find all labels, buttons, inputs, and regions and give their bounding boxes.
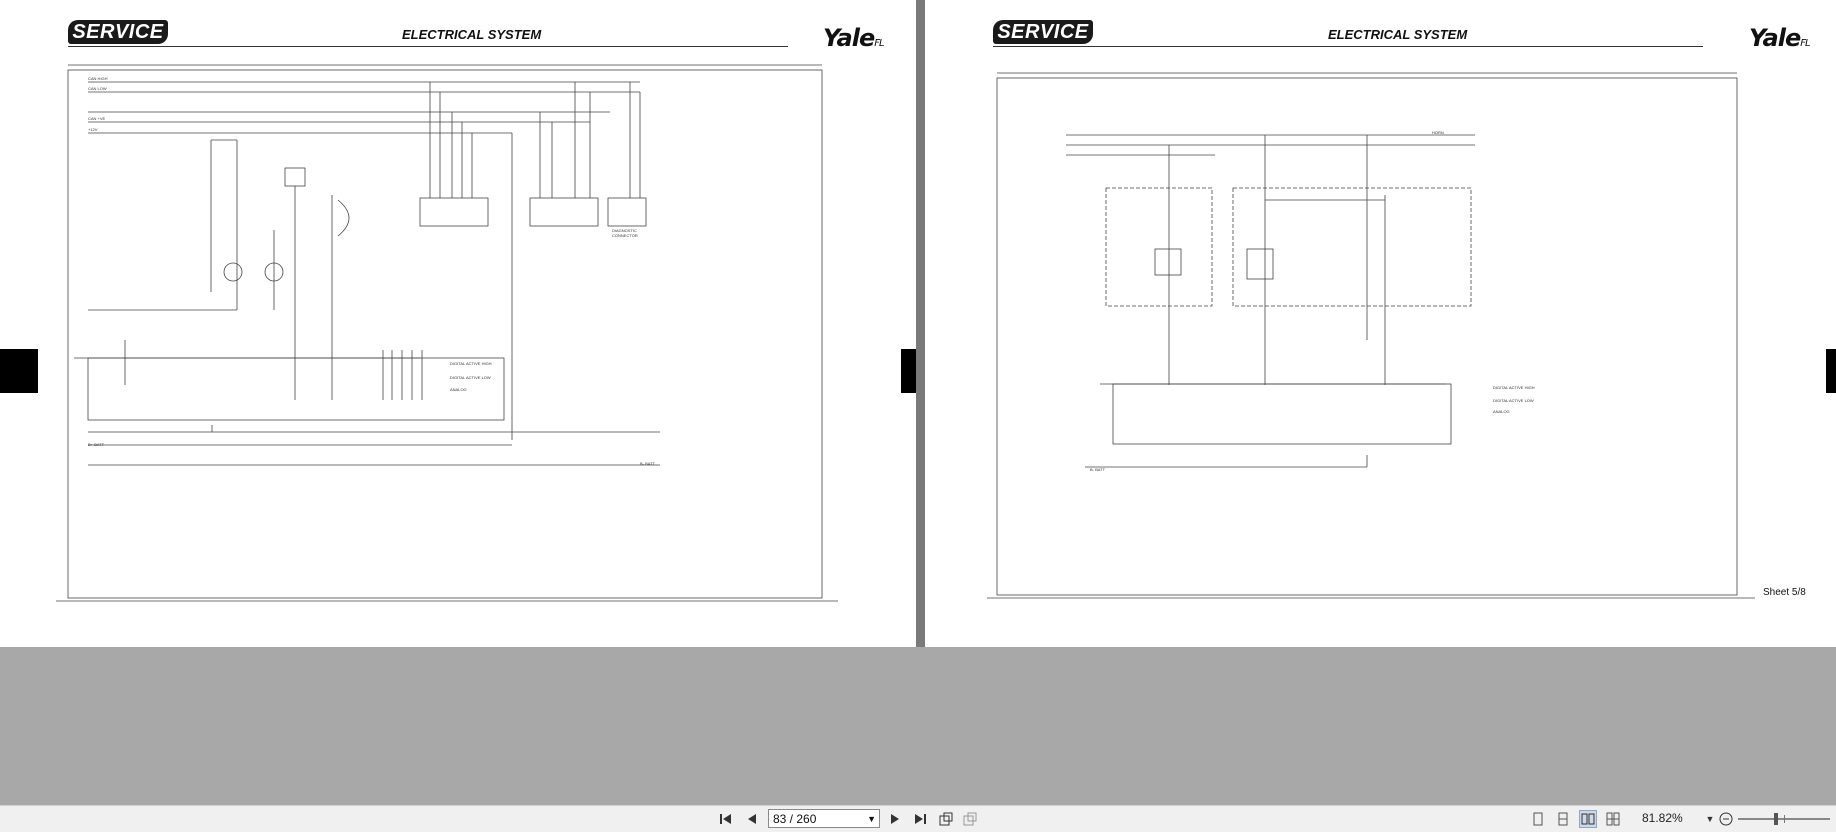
rotate-view-icon[interactable] <box>938 811 954 827</box>
svg-text:CAN HIGH: CAN HIGH <box>88 76 108 81</box>
service-badge: SERVICE <box>993 20 1093 44</box>
svg-text:B+ BATT: B+ BATT <box>88 442 105 447</box>
svg-text:CAN LOW: CAN LOW <box>88 86 107 91</box>
svg-text:+12V: +12V <box>88 127 98 132</box>
page-title: ELECTRICAL SYSTEM <box>402 27 542 42</box>
continuous-view-icon[interactable] <box>1555 811 1571 827</box>
svg-text:B- BATT: B- BATT <box>1090 467 1106 472</box>
page-number-input[interactable]: 83 / 260▼ <box>768 809 880 828</box>
page-right: SERVICE ELECTRICAL SYSTEM YaleFL <box>925 0 1836 647</box>
next-page-icon[interactable] <box>887 811 903 827</box>
svg-text:CAN +VE: CAN +VE <box>88 116 106 121</box>
page-title: ELECTRICAL SYSTEM <box>1328 27 1468 42</box>
navigation-toolbar: 83 / 260▼ 81.82% ▼ <box>0 805 1836 832</box>
slider-tick <box>1784 815 1785 823</box>
chevron-down-icon[interactable]: ▼ <box>867 814 876 824</box>
yale-logo: YaleFL <box>823 24 885 52</box>
zoom-slider-thumb[interactable] <box>1774 813 1778 825</box>
wiring-schematic-left: CAN HIGH CAN LOW CAN +VE +12V DIAGNOSTIC… <box>56 64 838 602</box>
page-edge-marker <box>901 349 916 393</box>
header-rule <box>68 46 788 47</box>
two-page-view-icon[interactable] <box>1579 810 1597 828</box>
yale-logo: YaleFL <box>1749 24 1811 52</box>
copy-page-icon[interactable] <box>962 811 978 827</box>
svg-text:B- BATT: B- BATT <box>640 461 656 466</box>
svg-text:DIGITAL ACTIVE HIGH: DIGITAL ACTIVE HIGH <box>450 361 492 366</box>
svg-text:HORN: HORN <box>1432 130 1444 135</box>
svg-text:ANALOG: ANALOG <box>1493 409 1510 414</box>
page-gutter <box>916 0 925 647</box>
service-badge: SERVICE <box>68 20 168 44</box>
svg-text:DIGITAL ACTIVE HIGH: DIGITAL ACTIVE HIGH <box>1493 385 1535 390</box>
zoom-out-icon[interactable] <box>1718 811 1734 827</box>
svg-text:ANALOG: ANALOG <box>450 387 467 392</box>
zoom-dropdown-icon[interactable]: ▼ <box>1705 814 1715 824</box>
document-viewport[interactable]: SERVICE ELECTRICAL SYSTEM YaleFL <box>0 0 1836 805</box>
page-left: SERVICE ELECTRICAL SYSTEM YaleFL <box>0 0 916 647</box>
zoom-level[interactable]: 81.82% <box>1642 811 1683 825</box>
header-rule <box>993 46 1703 47</box>
page-edge-marker <box>1826 349 1836 393</box>
first-page-icon[interactable] <box>718 811 734 827</box>
last-page-icon[interactable] <box>912 811 928 827</box>
svg-text:CONNECTOR: CONNECTOR <box>612 233 638 238</box>
single-page-view-icon[interactable] <box>1530 811 1546 827</box>
wiring-schematic-right: HORN B- BATT DIGITAL ACTIVE HIGH DIGITAL… <box>987 72 1755 599</box>
two-page-continuous-view-icon[interactable] <box>1605 811 1621 827</box>
svg-text:DIGITAL ACTIVE LOW: DIGITAL ACTIVE LOW <box>1493 398 1534 403</box>
previous-page-icon[interactable] <box>744 811 760 827</box>
sheet-label: Sheet 5/8 <box>1763 587 1806 598</box>
page-edge-marker <box>0 349 38 393</box>
svg-text:DIGITAL ACTIVE LOW: DIGITAL ACTIVE LOW <box>450 375 491 380</box>
zoom-slider[interactable] <box>1738 813 1830 825</box>
svg-text:DIAGNOSTIC: DIAGNOSTIC <box>612 228 637 233</box>
